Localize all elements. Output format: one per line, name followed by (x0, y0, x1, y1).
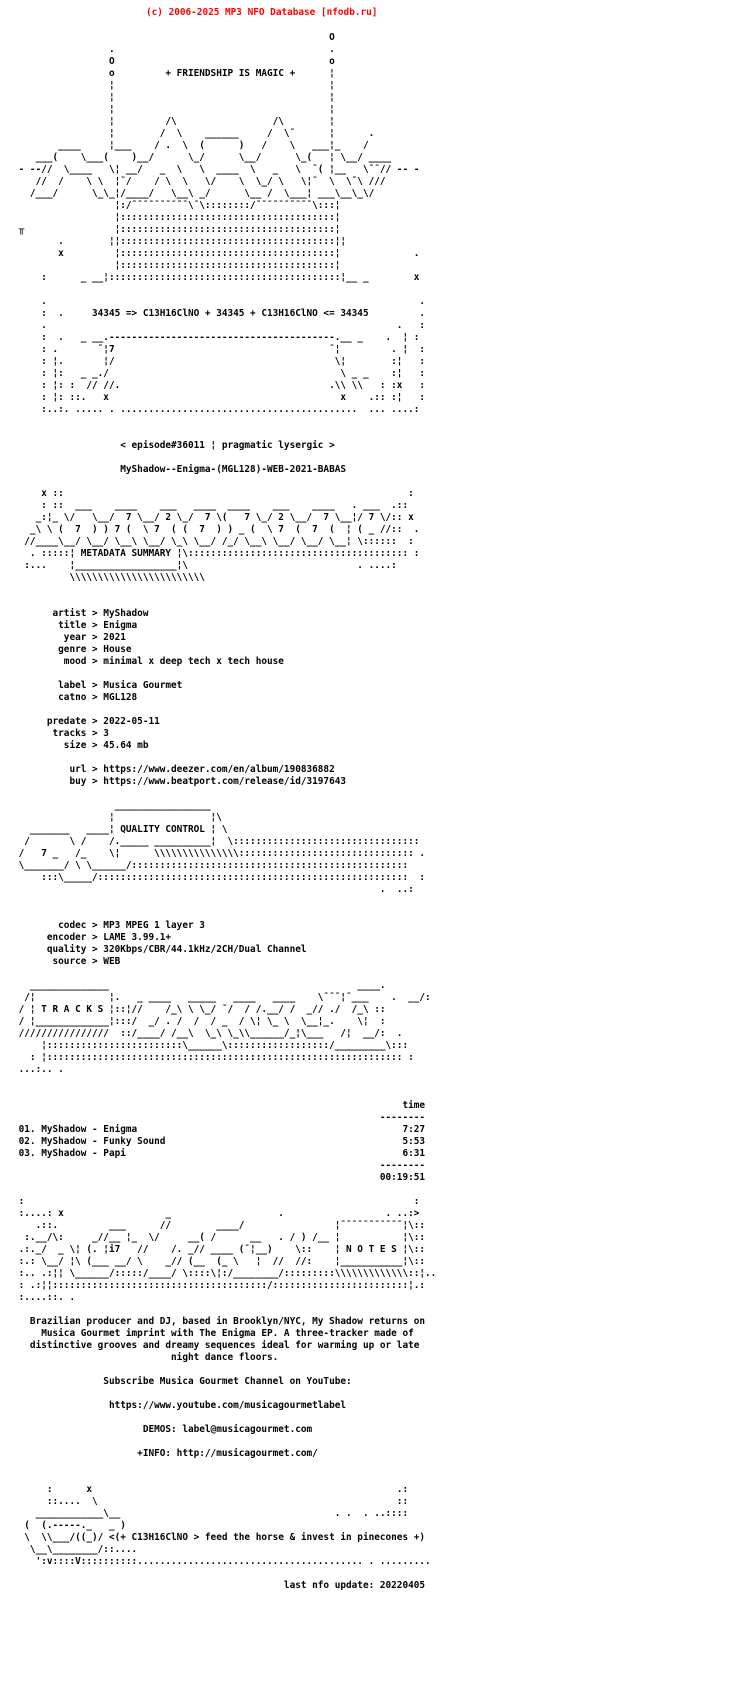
quality-control-section: _________________ ¦ ¦\ _______ ____¦ QUA… (18, 800, 426, 967)
nfo-text-body: O . . O o o + FRIENDSHIP IS MAGIC + ¦ ¦ (0, 20, 736, 1592)
header-ascii-art: O . . O o o + FRIENDSHIP IS MAGIC + ¦ ¦ (18, 32, 426, 415)
footer-ascii-art: : x .: ::.... \ :: ____________\__ . . . (24, 1484, 431, 1591)
release-name-block: < episode#36011 ¦ pragmatic lysergic > M… (120, 440, 347, 475)
metadata-summary-section: x :: : : :: ___ ____ ___ ____ ____ ___ _… (24, 488, 420, 787)
copyright-banner-link[interactable]: (c) 2006-2025 MP3 NFO Database [nfodb.ru… (146, 7, 378, 18)
notes-section: : : :....: x _ . . ..:> .::. ___ // ____… (18, 1196, 437, 1459)
tracklist-section: ______________ ____. /¦ ¦. _ ____ _____ … (18, 980, 431, 1183)
